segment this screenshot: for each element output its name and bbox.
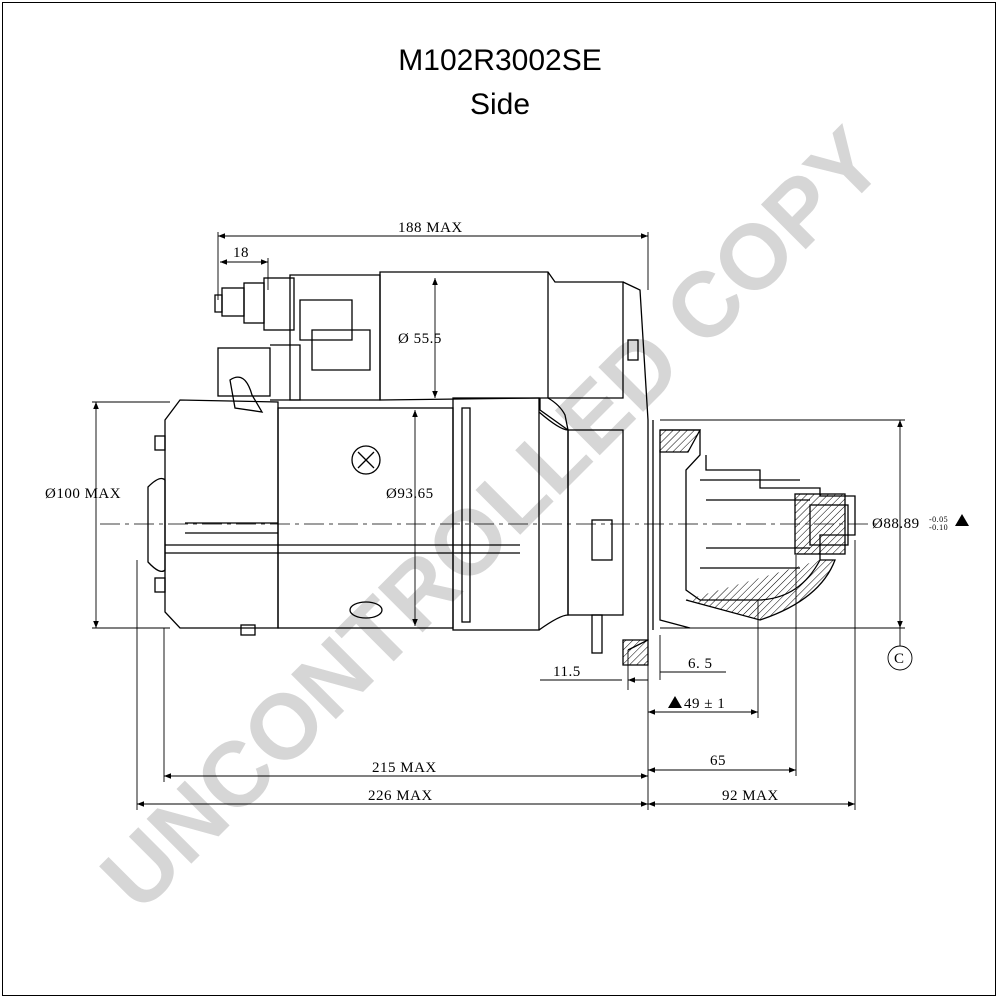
datum-c-label: C (894, 651, 905, 667)
screw-head (349, 601, 383, 619)
terminal-nut (221, 287, 245, 317)
watermark: UNCONTROLLED COPY (82, 109, 902, 929)
dim-92-max: 92 MAX (722, 788, 779, 804)
bolt-head (154, 577, 166, 593)
screw-head (351, 445, 381, 475)
critical-dim-marker (668, 696, 682, 708)
critical-dim-marker (955, 514, 969, 526)
dim-49: 49 ± 1 (684, 696, 725, 712)
dim-188-max: 188 MAX (398, 220, 463, 236)
dim-pilot-dia: Ø88.89 (872, 516, 920, 532)
solenoid-cover (289, 274, 381, 401)
view-subtitle: Side (469, 88, 531, 121)
dim-solenoid-dia: Ø 55.5 (398, 331, 442, 347)
dim-6-5: 6. 5 (688, 656, 713, 672)
dim-215-max: 215 MAX (372, 760, 437, 776)
rear-housing (164, 399, 279, 629)
pinion-gear (794, 493, 846, 555)
solenoid-body (379, 271, 624, 401)
dim-pilot-tol-upper: -0.05 (929, 515, 948, 524)
dim-18: 18 (233, 245, 249, 261)
ground-tab (240, 624, 256, 636)
connector-plug (217, 347, 271, 397)
dim-pilot-tol-lower: -0.10 (929, 523, 948, 532)
dim-65: 65 (710, 753, 726, 769)
rear-cap (147, 477, 166, 573)
dim-11-5: 11.5 (553, 664, 581, 680)
part-number-title: M102R3002SE (398, 44, 602, 77)
dim-body-dia-max: Ø100 MAX (45, 486, 121, 502)
dim-226-max: 226 MAX (368, 788, 433, 804)
dimension-lines (92, 232, 913, 810)
dim-body-dia: Ø93.65 (386, 486, 434, 502)
bolt-head (154, 435, 166, 451)
starter-outline (100, 271, 880, 666)
